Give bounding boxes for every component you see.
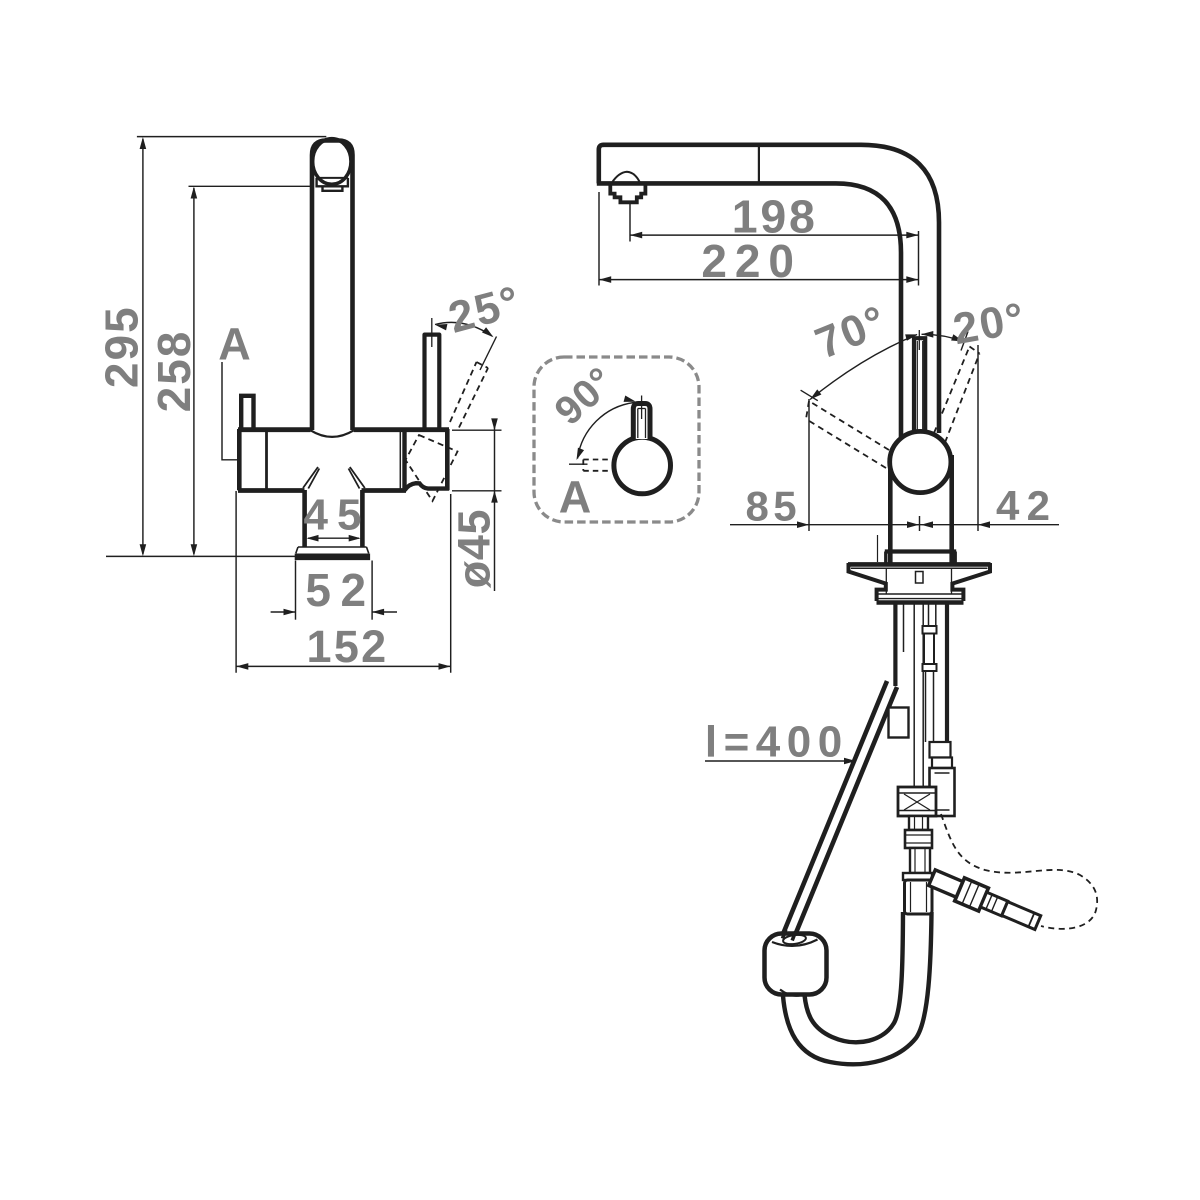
svg-text:ø45: ø45 <box>449 509 500 588</box>
svg-text:220: 220 <box>701 235 801 287</box>
svg-text:l=400: l=400 <box>705 718 849 767</box>
svg-text:52: 52 <box>305 564 375 616</box>
svg-text:A: A <box>218 319 251 370</box>
svg-text:A: A <box>559 472 592 523</box>
svg-text:152: 152 <box>307 621 389 672</box>
svg-text:258: 258 <box>148 330 200 413</box>
svg-text:42: 42 <box>996 482 1057 529</box>
svg-text:198: 198 <box>732 190 818 242</box>
svg-text:295: 295 <box>95 305 147 388</box>
svg-text:85: 85 <box>745 483 801 530</box>
svg-text:45: 45 <box>304 491 371 540</box>
